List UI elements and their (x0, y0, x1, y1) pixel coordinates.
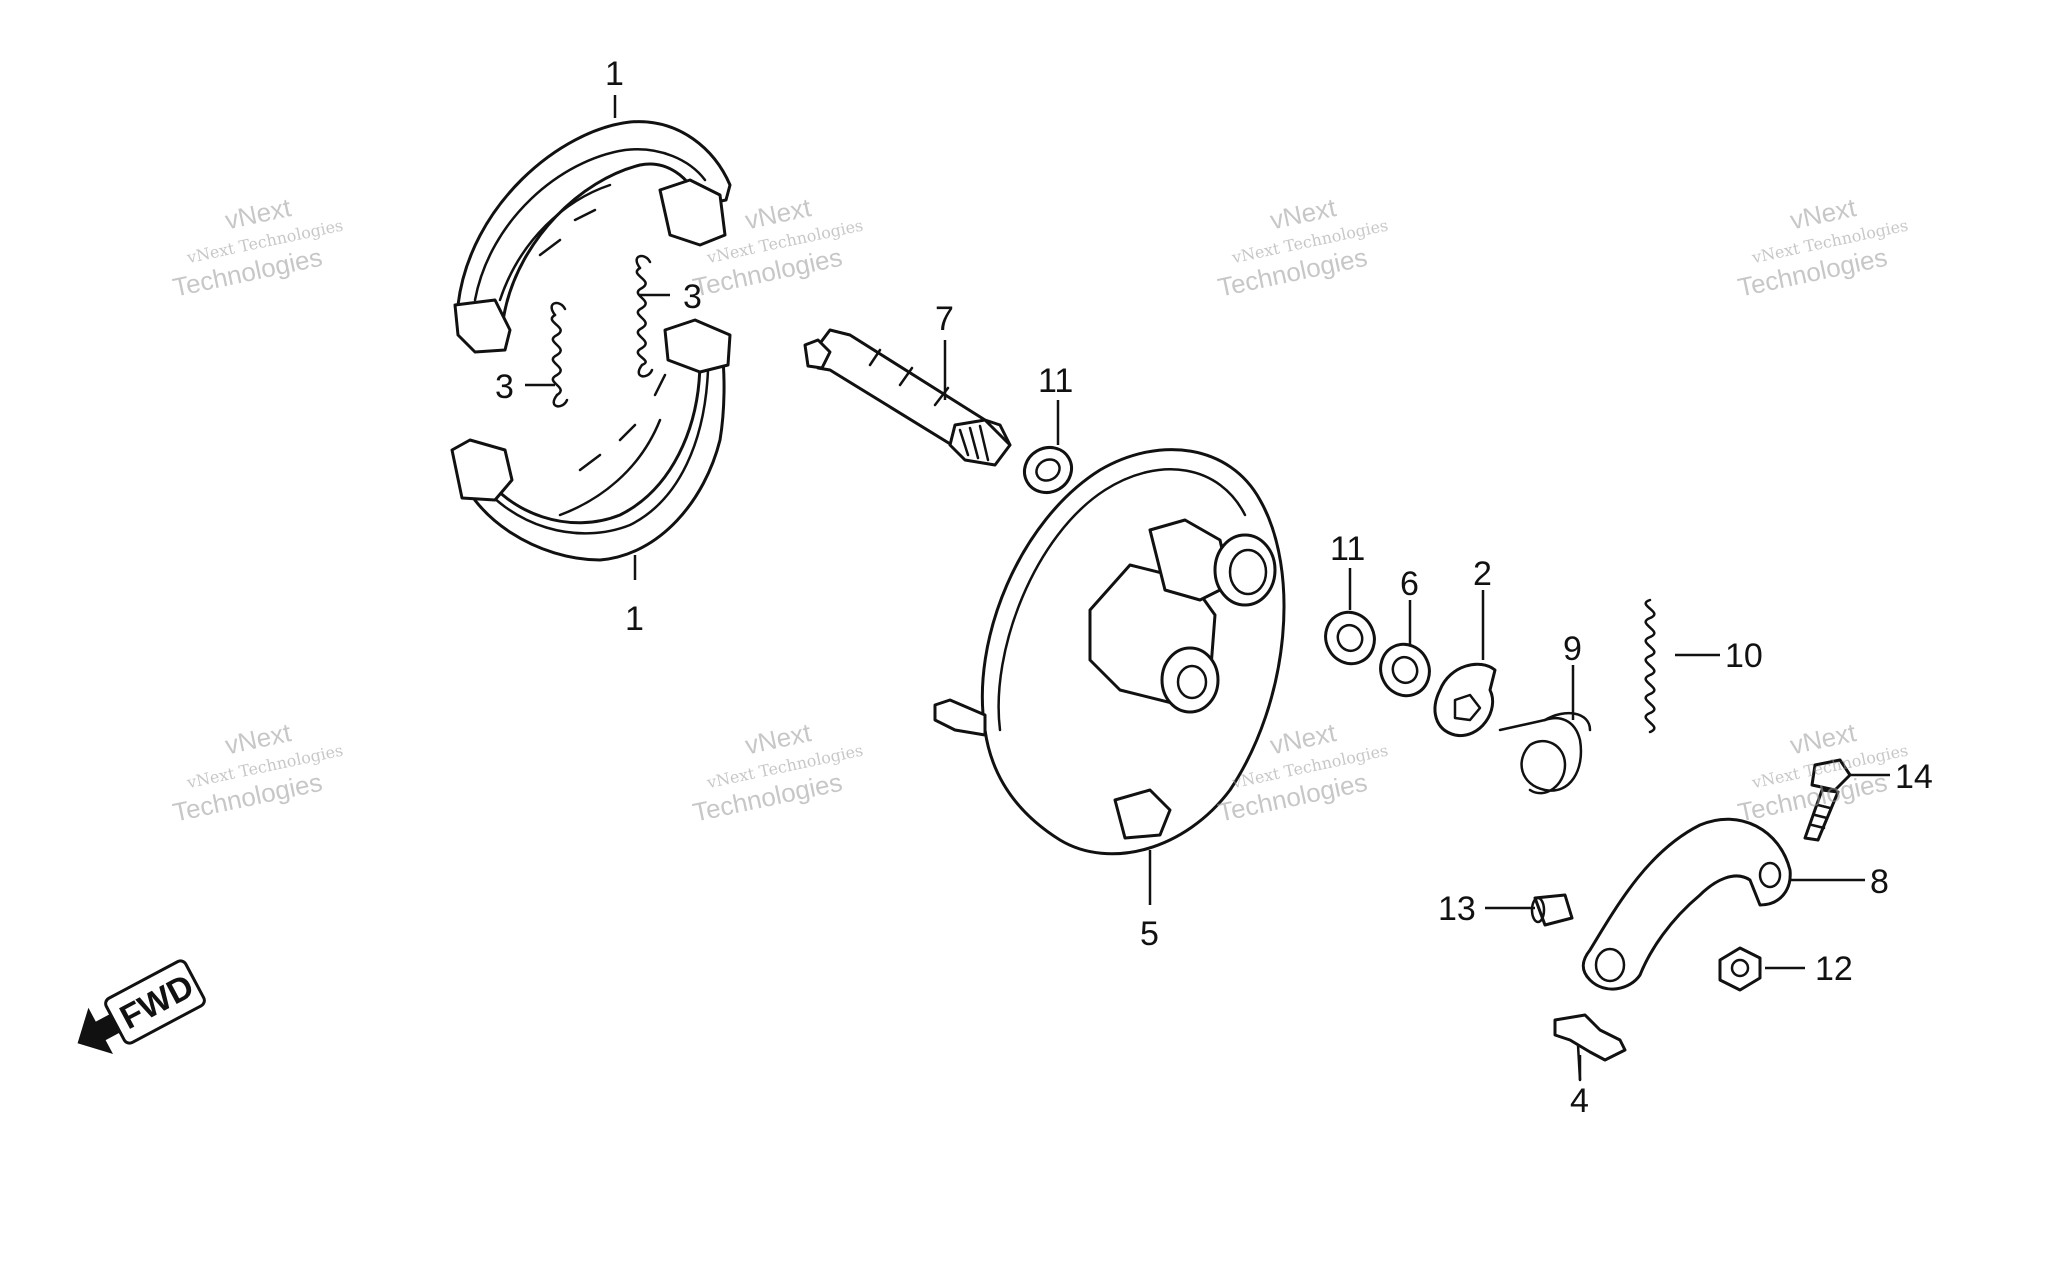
callout-9: 9 (1563, 630, 1582, 668)
brake-cam-shaft (803, 328, 1012, 467)
callout-3-left: 3 (495, 368, 514, 406)
callout-12: 12 (1815, 950, 1853, 988)
oil-seal-11-lower (1324, 610, 1376, 666)
torsion-spring-9 (1498, 712, 1592, 795)
watermark-1: vNext vNext Technologies Technologies (170, 192, 345, 303)
watermark-5: vNext vNext Technologies Technologies (170, 717, 345, 828)
brake-arm-8 (1581, 817, 1792, 991)
spring-lower (550, 301, 569, 408)
spring-upper (635, 254, 654, 378)
brake-shoe-lower (450, 318, 732, 562)
callout-5: 5 (1140, 915, 1159, 953)
forward-direction-arrow: FWD (77, 959, 206, 1055)
leader-lines (525, 95, 1890, 1080)
return-spring-10 (1644, 598, 1656, 734)
washer-6 (1379, 642, 1431, 698)
lock-plate-2 (1433, 662, 1497, 737)
callout-14: 14 (1895, 758, 1933, 796)
callout-3-right: 3 (683, 278, 702, 316)
watermark-4: vNext vNext Technologies Technologies (1735, 192, 1910, 303)
callout-10: 10 (1725, 637, 1763, 675)
brake-panel (933, 448, 1286, 856)
watermark-8: vNext vNext Technologies Technologies (1735, 717, 1910, 828)
callout-6: 6 (1400, 565, 1419, 603)
pin-13 (1530, 893, 1574, 927)
callout-1-upper: 1 (605, 55, 624, 93)
callout-13: 13 (1438, 890, 1476, 928)
callout-4: 4 (1570, 1082, 1589, 1120)
callout-8: 8 (1870, 863, 1889, 901)
wing-nut-4 (1553, 1013, 1627, 1082)
oil-seal-11-upper (1022, 445, 1074, 495)
callout-11-lower: 11 (1330, 530, 1365, 568)
callout-2: 2 (1473, 555, 1492, 593)
callout-7: 7 (935, 300, 954, 338)
brake-shoe-upper (453, 120, 732, 354)
callout-1-lower: 1 (625, 600, 644, 638)
nut-12 (1718, 946, 1762, 992)
watermark-6: vNext vNext Technologies Technologies (690, 717, 865, 828)
watermark-3: vNext vNext Technologies Technologies (1215, 192, 1390, 303)
callout-11-upper: 11 (1038, 362, 1073, 400)
bolt-14 (1803, 758, 1852, 842)
callout-numbers: 1 1 3 3 7 11 11 6 2 9 10 5 14 8 13 12 4 (495, 55, 1933, 1120)
